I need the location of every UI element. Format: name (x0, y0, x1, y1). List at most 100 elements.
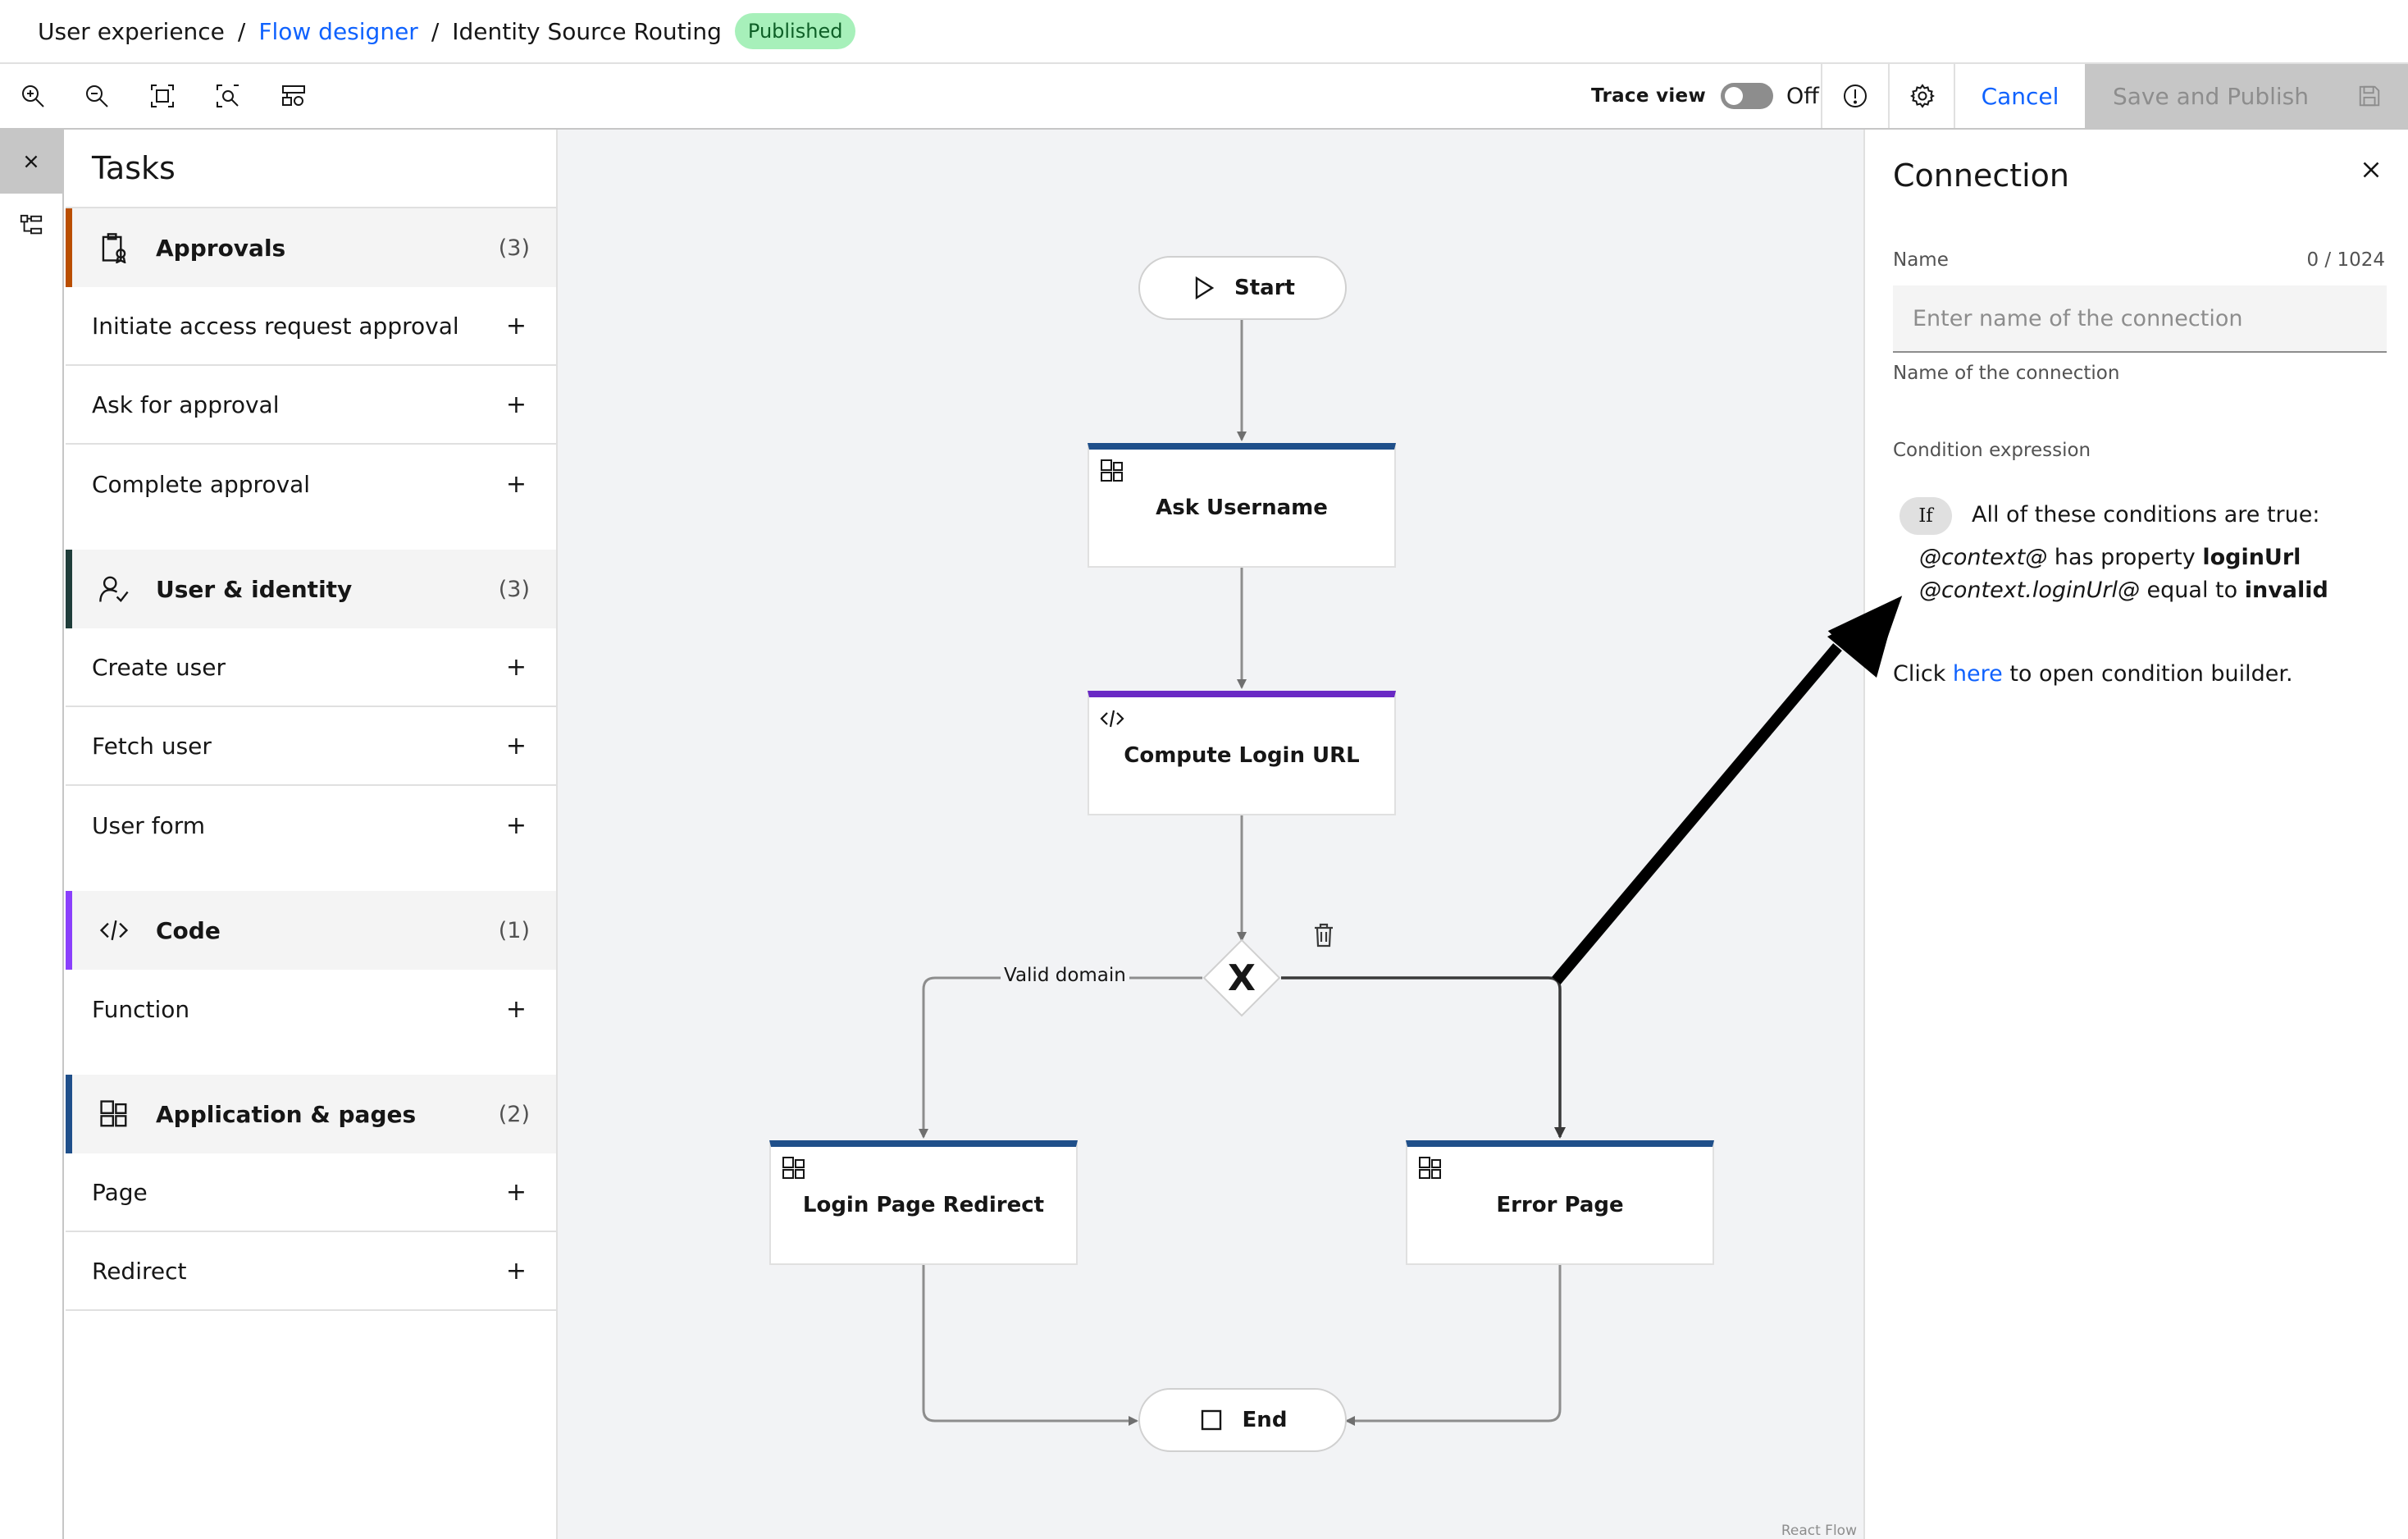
task-group-application-pages[interactable]: Application & pages (2) (66, 1075, 556, 1153)
settings-button[interactable] (1890, 64, 1955, 128)
start-node-label: Start (1234, 276, 1295, 300)
add-icon[interactable]: + (505, 811, 527, 840)
breadcrumb-separator: / (237, 17, 246, 45)
react-flow-attribution[interactable]: React Flow (1781, 1523, 1857, 1539)
zoom-out-button[interactable] (64, 64, 130, 128)
task-group-count: (2) (498, 1101, 530, 1127)
cancel-button[interactable]: Cancel (1981, 82, 2059, 110)
name-helper-text: Name of the connection (1893, 363, 2120, 384)
edge-error-end (1345, 1265, 1562, 1426)
fit-view-icon (151, 84, 174, 107)
toolbar-divider (1954, 64, 1955, 128)
connection-name-input[interactable] (1893, 285, 2387, 353)
condition-1: @context@ has property loginUrl (1919, 545, 2301, 570)
close-panel-button[interactable] (0, 130, 62, 194)
trash-icon[interactable] (1312, 922, 1335, 948)
condition-builder-link[interactable]: here (1952, 661, 2003, 687)
breadcrumb-user-experience[interactable]: User experience (38, 17, 225, 45)
task-item[interactable]: User form+ (66, 786, 556, 865)
task-item[interactable]: Complete approval+ (66, 445, 556, 523)
node-ask-username[interactable]: Ask Username (1088, 443, 1396, 568)
task-group-approvals[interactable]: Approvals (3) (66, 208, 556, 287)
toolbar: Trace view Off Cancel Save and Publish (0, 64, 2408, 130)
task-group-name: Code (156, 916, 221, 944)
gateway-node[interactable]: X (1202, 938, 1281, 1017)
task-item[interactable]: Function+ (66, 970, 556, 1048)
trace-view: Trace view Off (1591, 64, 1819, 128)
task-item-label: Page (92, 1178, 148, 1206)
node-error-page[interactable]: Error Page (1406, 1140, 1714, 1265)
task-group-name: Application & pages (156, 1100, 417, 1128)
add-icon[interactable]: + (505, 311, 527, 340)
zoom-in-button[interactable] (0, 64, 66, 128)
edge-label-valid-domain[interactable]: Valid domain (1001, 965, 1129, 986)
task-item[interactable]: Redirect + (66, 1232, 556, 1311)
code-icon (1100, 710, 1124, 728)
task-item[interactable]: Page + (66, 1153, 556, 1232)
condition-builder-hint: Click here to open condition builder. (1893, 661, 2293, 687)
task-item[interactable]: Fetch user+ (66, 707, 556, 786)
app-icon (1101, 459, 1123, 482)
breadcrumb-separator: / (431, 17, 440, 45)
start-node[interactable]: Start (1138, 256, 1347, 320)
app-icon (97, 1097, 131, 1131)
condition-1-operator: has property (2047, 545, 2203, 570)
zoom-area-button[interactable] (195, 64, 261, 128)
task-group-user-identity[interactable]: User & identity (3) (66, 550, 556, 628)
tasks-panel: Tasks Approvals (3) Initiate access requ… (66, 130, 558, 1539)
add-icon[interactable]: + (505, 469, 527, 499)
user-check-icon (97, 572, 131, 606)
task-item-label: Create user (92, 653, 226, 681)
breadcrumb-current-flow: Identity Source Routing (452, 17, 722, 45)
trace-view-toggle[interactable] (1721, 83, 1773, 109)
trace-view-state: Off (1786, 83, 1819, 109)
connection-title: Connection (1893, 158, 2070, 194)
code-icon (97, 913, 131, 948)
breadcrumb-flow-designer[interactable]: Flow designer (258, 17, 418, 45)
task-group-count: (3) (498, 235, 530, 261)
edge-valid-domain (919, 976, 1202, 1139)
clipboard-icon (97, 231, 131, 265)
add-icon[interactable]: + (505, 652, 527, 682)
node-login-page-redirect[interactable]: Login Page Redirect (769, 1140, 1078, 1265)
condition-1-variable: @context@ (1919, 545, 2048, 570)
tasks-title: Tasks (66, 130, 556, 208)
node-label: Compute Login URL (1124, 743, 1360, 768)
edge-gateway-error (1281, 976, 1566, 1139)
condition-2-value: invalid (2244, 578, 2328, 603)
end-node[interactable]: End (1138, 1388, 1347, 1452)
condition-1-value: loginUrl (2202, 545, 2301, 570)
node-compute-login-url[interactable]: Compute Login URL (1088, 691, 1396, 815)
flow-canvas[interactable]: X Valid domain Start Ask Username Comput… (558, 130, 1863, 1539)
gateway-label: X (1228, 957, 1256, 999)
task-item[interactable]: Initiate access request approval+ (66, 287, 556, 366)
auto-layout-icon (282, 85, 305, 106)
close-icon[interactable] (2357, 156, 2385, 184)
task-group-name: User & identity (156, 575, 353, 603)
group-gap (66, 865, 556, 891)
zoom-in-icon (22, 85, 44, 107)
edge-login-end (922, 1265, 1138, 1426)
task-group-name: Approvals (156, 234, 286, 262)
task-group-code[interactable]: Code (1) (66, 891, 556, 970)
task-item[interactable]: Ask for approval + (66, 366, 556, 445)
flow-edges: X (919, 320, 1566, 1426)
auto-layout-button[interactable] (261, 64, 326, 128)
breadcrumb-bar: User experience / Flow designer / Identi… (0, 0, 2408, 64)
node-label: Login Page Redirect (802, 1193, 1045, 1217)
task-item[interactable]: Create user + (66, 628, 556, 707)
task-item-label: Ask for approval (92, 390, 280, 418)
add-icon[interactable]: + (505, 1177, 527, 1207)
warnings-button[interactable] (1822, 64, 1888, 128)
task-group-count: (1) (498, 917, 530, 943)
task-item-label: Redirect (92, 1257, 187, 1285)
stop-icon (1201, 1409, 1221, 1431)
add-icon[interactable]: + (505, 390, 527, 419)
node-label: Error Page (1496, 1193, 1624, 1217)
save-and-publish-button[interactable]: Save and Publish (2085, 64, 2408, 128)
add-icon[interactable]: + (505, 731, 527, 760)
add-icon[interactable]: + (505, 994, 527, 1024)
fit-view-button[interactable] (130, 64, 195, 128)
flow-tree-button[interactable] (0, 194, 62, 258)
add-icon[interactable]: + (505, 1256, 527, 1286)
